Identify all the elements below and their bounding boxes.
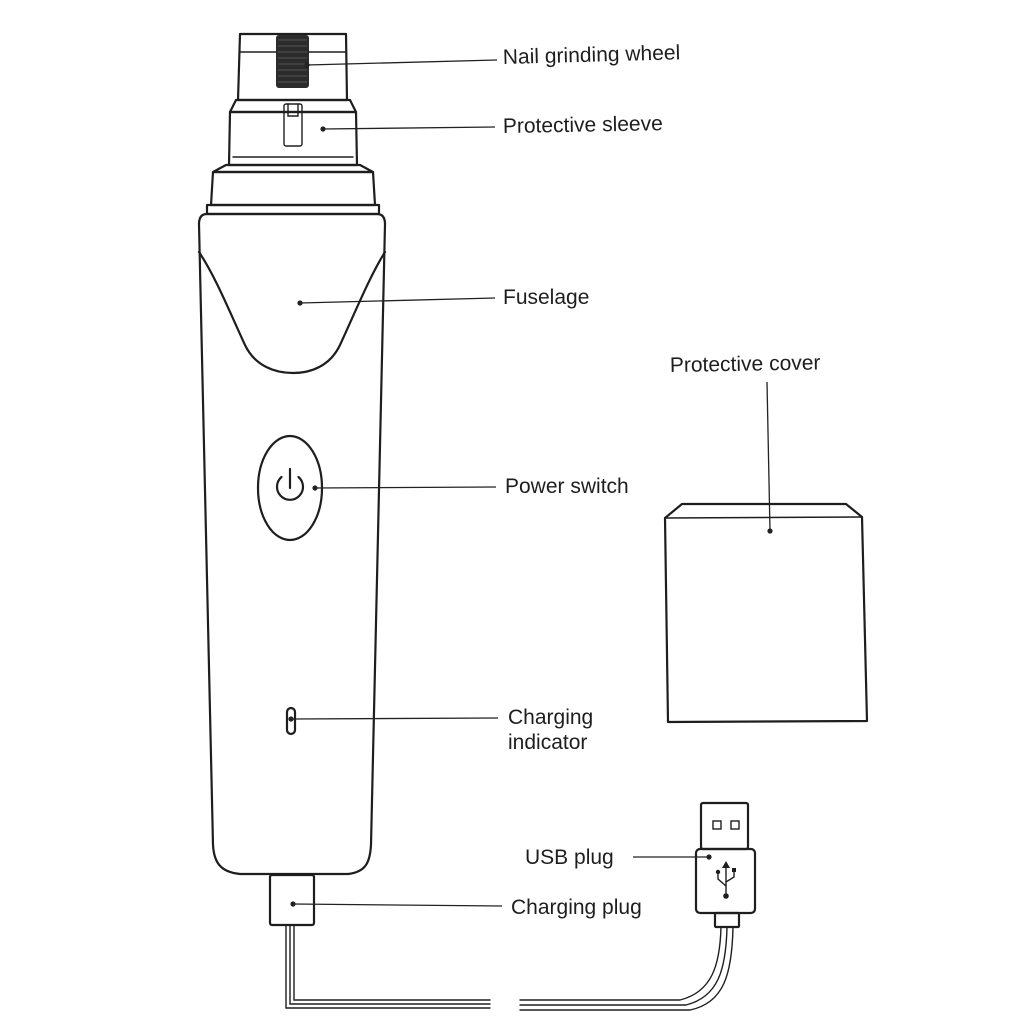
label-usb-plug: USB plug [525, 846, 614, 869]
collar-ring [205, 163, 381, 216]
protective-cover-part [663, 502, 869, 724]
label-nail-grinding-wheel: Nail grinding wheel [503, 41, 681, 69]
leader-lines [288, 59, 773, 907]
label-protective-cover: Protective cover [670, 351, 821, 377]
charging-indicator-light [285, 706, 297, 736]
power-icon [275, 467, 305, 501]
usb-cable [519, 801, 757, 1011]
label-charging-indicator-line2: indicator [508, 731, 587, 754]
protective-sleeve-part [227, 98, 359, 167]
grinding-wheel [276, 35, 309, 88]
power-button[interactable] [256, 434, 324, 542]
label-fuselage: Fuselage [503, 286, 589, 309]
charging-plug-part [268, 873, 491, 1009]
usb-connector [694, 801, 757, 929]
label-power-switch: Power switch [505, 475, 629, 498]
nail-grinder-device [197, 32, 491, 1009]
label-protective-sleeve: Protective sleeve [503, 112, 663, 138]
part-labels: Nail grinding wheel Protective sleeve Fu… [503, 41, 821, 919]
fuselage-body [197, 212, 387, 876]
label-charging-indicator-line1: Charging [508, 706, 593, 729]
label-charging-plug: Charging plug [511, 896, 642, 919]
usb-icon [715, 861, 736, 899]
grinding-wheel-housing [236, 32, 349, 102]
